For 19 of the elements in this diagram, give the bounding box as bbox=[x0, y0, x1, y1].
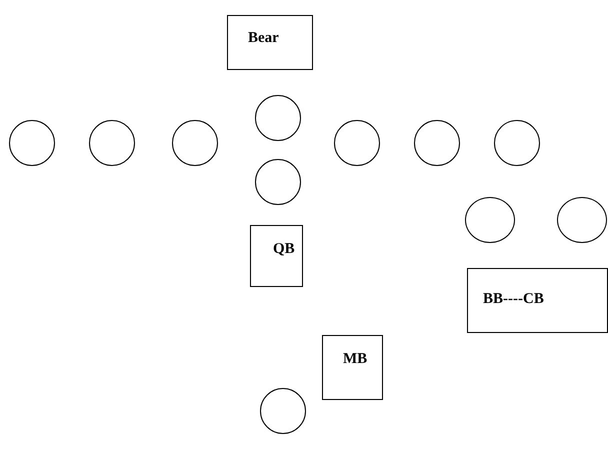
player-circle bbox=[89, 120, 135, 166]
position-label: Bear bbox=[248, 30, 279, 47]
player-circle bbox=[255, 159, 301, 205]
position-label: BB----CB bbox=[483, 291, 544, 308]
position-label: QB bbox=[273, 241, 295, 258]
player-circle bbox=[557, 197, 607, 243]
player-circle bbox=[414, 120, 460, 166]
player-circle bbox=[334, 120, 380, 166]
position-box bbox=[467, 268, 608, 333]
player-circle bbox=[255, 95, 301, 141]
player-circle bbox=[9, 120, 55, 166]
player-circle bbox=[494, 120, 540, 166]
position-box bbox=[322, 335, 383, 400]
position-box bbox=[250, 225, 303, 287]
position-label: MB bbox=[343, 351, 368, 368]
player-circle bbox=[260, 388, 306, 434]
player-circle bbox=[465, 197, 515, 243]
position-box bbox=[227, 15, 313, 70]
player-circle bbox=[172, 120, 218, 166]
